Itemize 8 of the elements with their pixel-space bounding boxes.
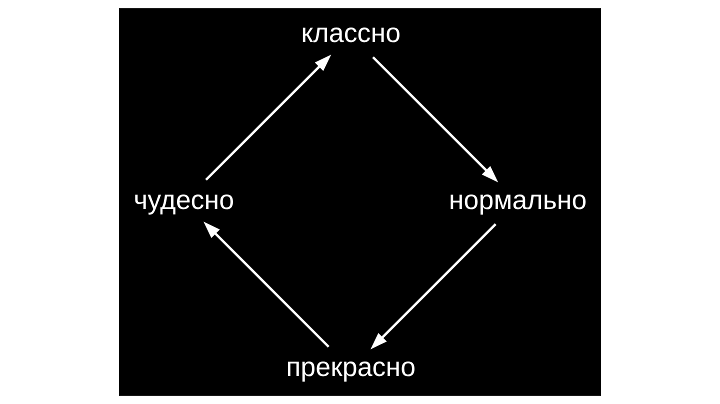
node-text: чудесно xyxy=(134,184,234,215)
arrow xyxy=(205,54,332,181)
arrow xyxy=(370,223,496,350)
arrow xyxy=(203,222,330,348)
arrow xyxy=(372,56,498,182)
node-text: прекрасно xyxy=(286,352,416,382)
node-text: классно xyxy=(301,18,401,48)
node-text: нормально xyxy=(448,184,587,215)
